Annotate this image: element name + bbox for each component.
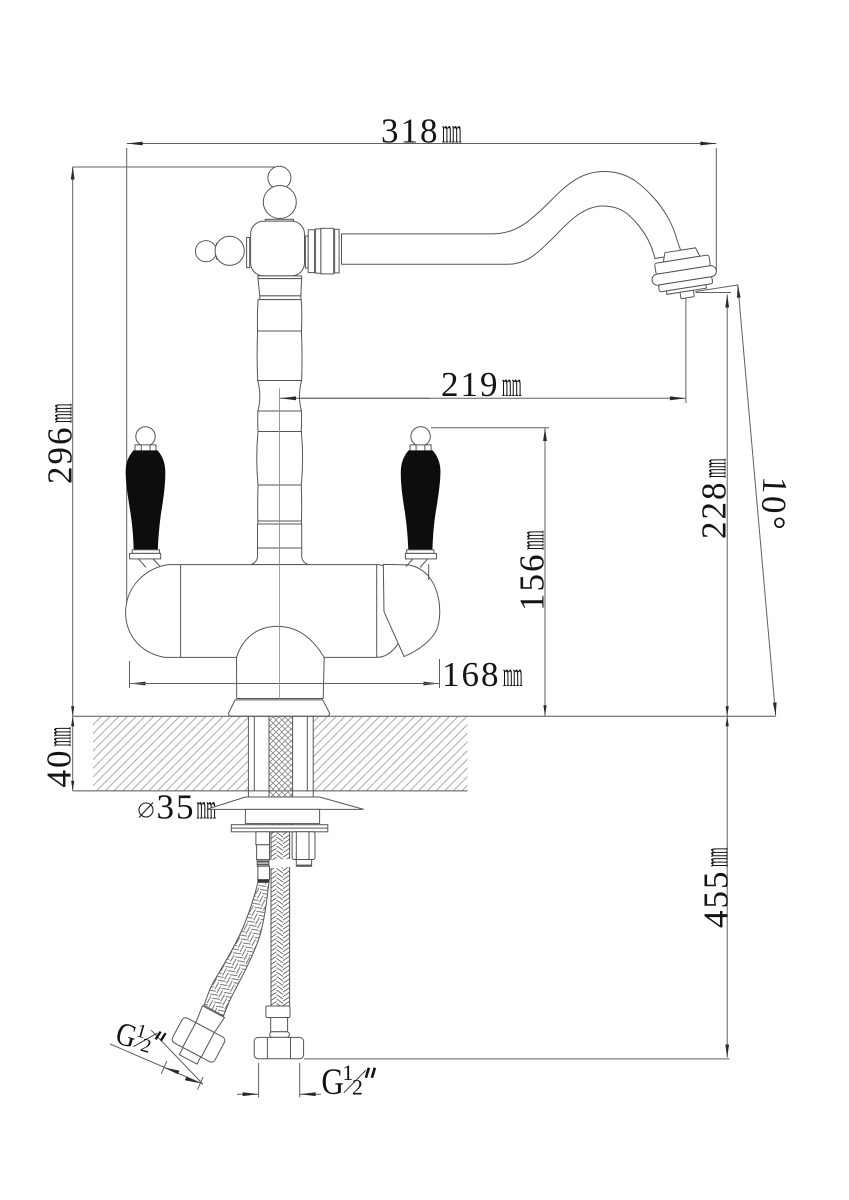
svg-text:156: 156 bbox=[513, 553, 552, 612]
svg-text:296: 296 bbox=[41, 426, 80, 485]
svg-text:mm: mm bbox=[41, 403, 80, 423]
svg-text:10°: 10° bbox=[753, 476, 794, 533]
svg-text:318: 318 bbox=[381, 112, 440, 151]
svg-text:mm: mm bbox=[197, 788, 217, 827]
svg-text:mm: mm bbox=[503, 655, 523, 694]
svg-text:mm: mm bbox=[513, 530, 552, 550]
svg-text:219: 219 bbox=[441, 365, 500, 404]
svg-text:mm: mm bbox=[502, 365, 522, 404]
svg-text:mm: mm bbox=[442, 112, 462, 151]
svg-text:455: 455 bbox=[697, 870, 736, 929]
svg-text:168: 168 bbox=[442, 655, 501, 694]
svg-text:35: 35 bbox=[157, 788, 196, 827]
svg-text:mm: mm bbox=[40, 727, 79, 747]
svg-text:40: 40 bbox=[40, 749, 79, 788]
svg-text:228: 228 bbox=[695, 481, 734, 540]
svg-text:mm: mm bbox=[695, 458, 734, 478]
svg-text:mm: mm bbox=[697, 847, 736, 867]
